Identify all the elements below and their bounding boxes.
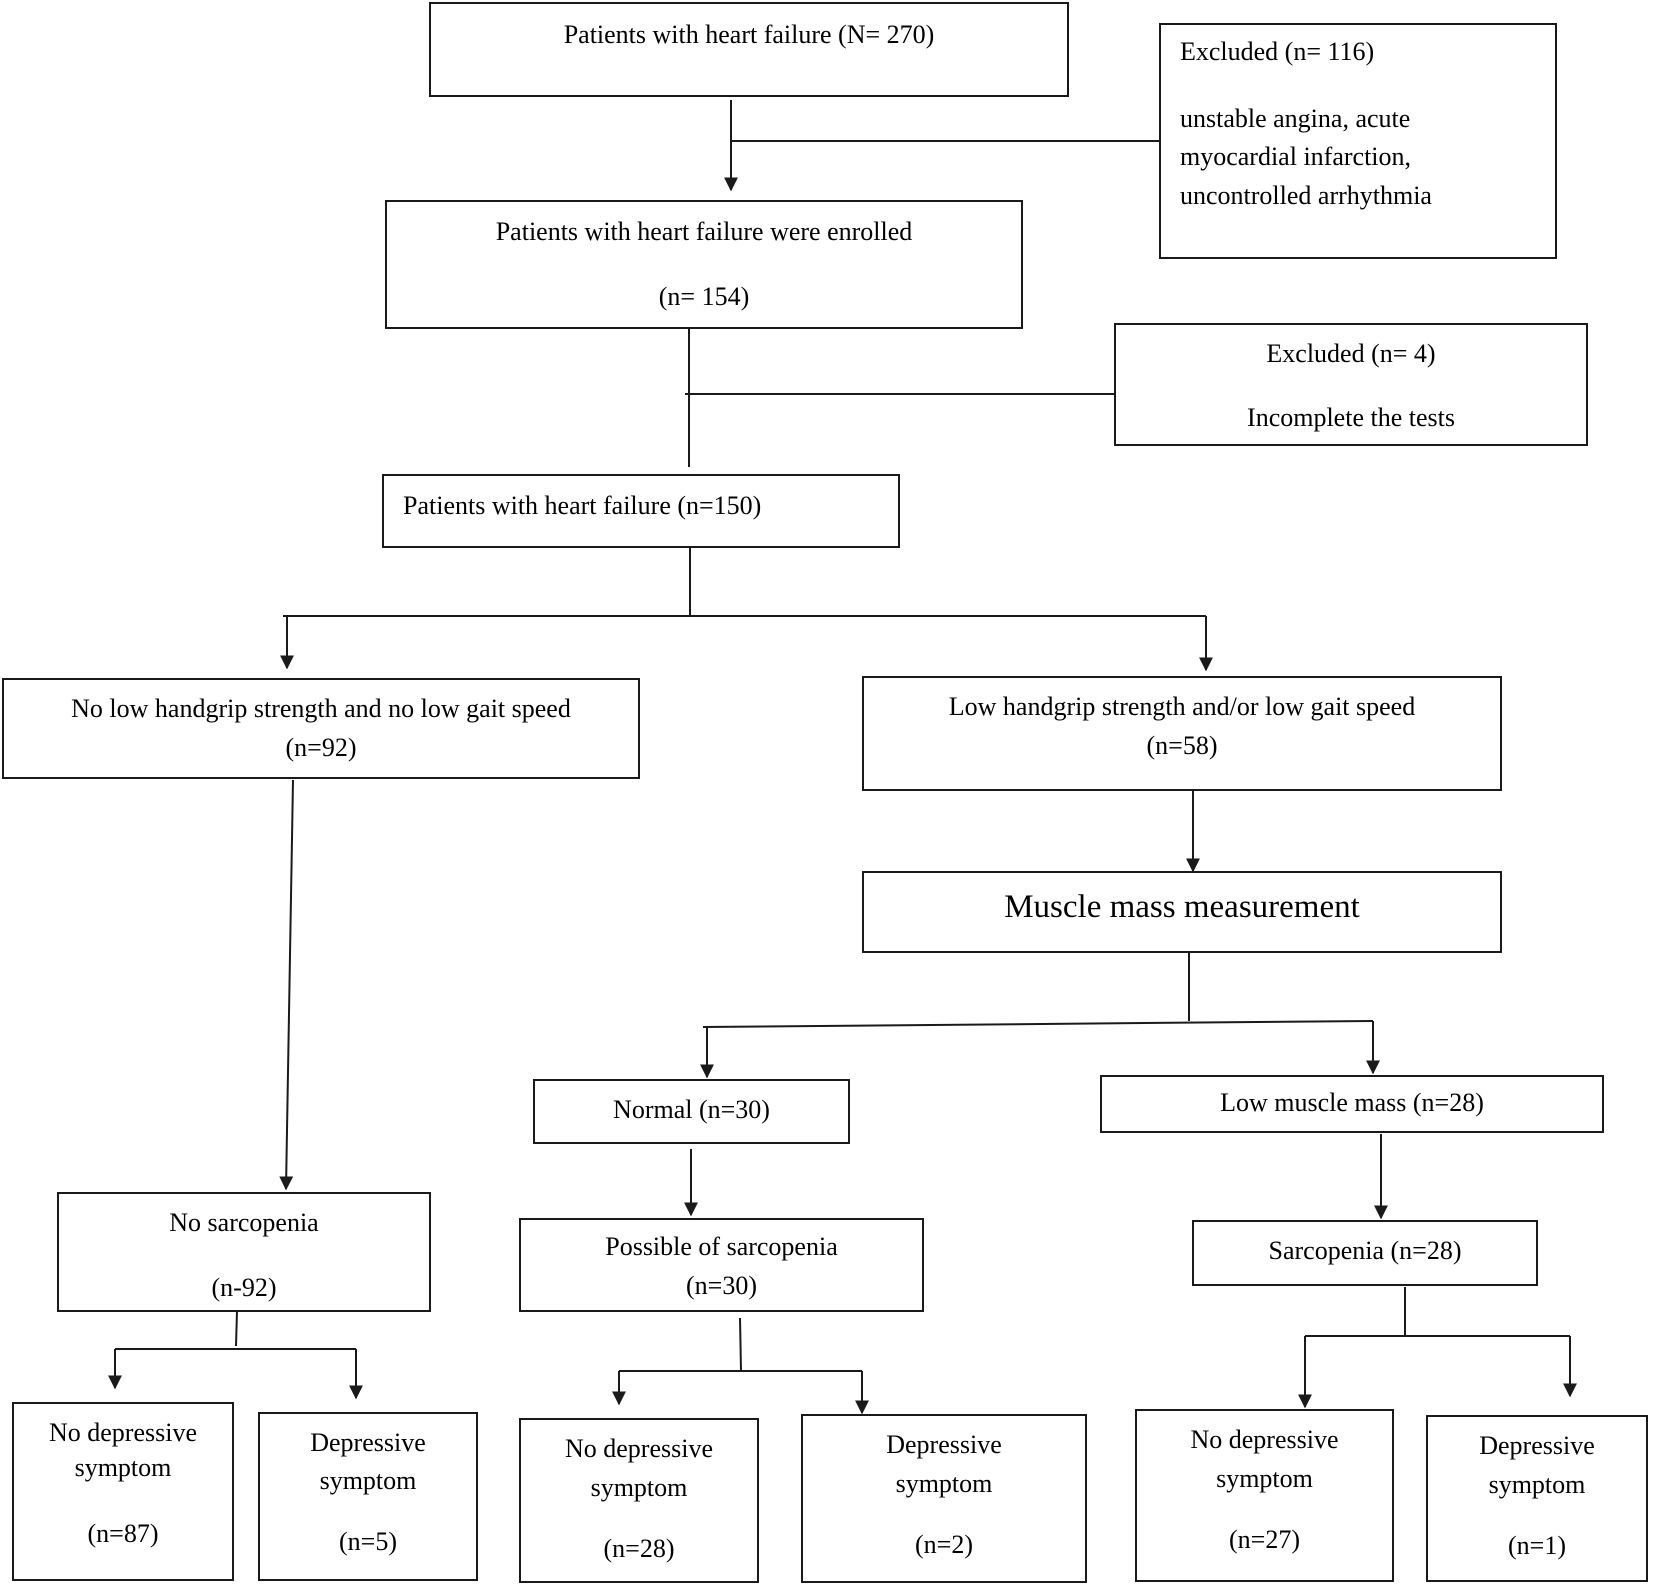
label: (n=92) [285,733,357,762]
label: Depressive [886,1430,1002,1459]
label: Possible of sarcopenia [605,1232,838,1261]
label: Patients with heart failure (n=150) [403,491,762,520]
box-a-no-depressive: No depressive symptom (n=87) [12,1402,234,1581]
box-low-strength: Low handgrip strength and/or low gait sp… [862,676,1502,791]
label: Muscle mass measurement [1004,889,1360,925]
label: myocardial infarction, [1180,142,1412,171]
label: (n=30) [686,1271,757,1300]
label: Patients with heart failure (N= 270) [563,20,935,49]
box-a-depressive: Depressive symptom (n=5) [258,1412,478,1581]
label: (n-92) [211,1273,277,1302]
label: Sarcopenia (n=28) [1268,1236,1462,1265]
label: (n= 154) [658,282,750,311]
label: Excluded (n= 4) [1266,339,1436,368]
box-b-no-depressive: No depressive symptom (n=28) [519,1418,759,1583]
label: No low handgrip strength and no low gait… [71,694,571,723]
arrow-no-low-to-no-sarc [279,779,294,1191]
box-normal: Normal (n=30) [533,1079,850,1144]
box-total-patients: Patients with heart failure (N= 270) [429,2,1069,97]
label: Low handgrip strength and/or low gait sp… [948,692,1416,721]
label: symptom [590,1473,688,1502]
box-possible-sarcopenia: Possible of sarcopenia (n=30) [519,1218,924,1312]
label: symptom [74,1453,172,1482]
line-no-sarc-down [235,1310,238,1347]
label: symptom [1488,1470,1586,1499]
label: unstable angina, acute [1180,104,1411,133]
box-excluded-116: Excluded (n= 116) unstable angina, acute… [1159,23,1557,259]
label: (n=27) [1229,1525,1300,1554]
box-enrolled: Patients with heart failure were enrolle… [385,200,1023,329]
box-c-no-depressive: No depressive symptom (n=27) [1135,1409,1394,1582]
label: (n=28) [603,1534,675,1563]
box-b-depressive: Depressive symptom (n=2) [801,1414,1087,1583]
label: (n=2) [915,1530,973,1559]
label: (n=87) [87,1519,159,1548]
label: No depressive [1190,1425,1339,1454]
box-no-low-strength: No low handgrip strength and no low gait… [2,678,640,779]
label: Patients with heart failure were enrolle… [495,217,913,246]
box-excluded-4: Excluded (n= 4) Incomplete the tests [1114,323,1588,446]
label: No sarcopenia [169,1208,319,1237]
label: Low muscle mass (n=28) [1220,1088,1484,1117]
label: Excluded (n= 116) [1180,37,1375,66]
line-possible-down [739,1317,742,1372]
box-low-muscle-mass: Low muscle mass (n=28) [1100,1075,1604,1133]
box-c-depressive: Depressive symptom (n=1) [1426,1415,1648,1582]
label: No depressive [48,1418,197,1447]
label: Depressive [310,1428,426,1457]
label: (n=58) [1146,731,1218,760]
label: No depressive [564,1434,713,1463]
label: symptom [319,1466,417,1495]
branch-bar-2 [702,1020,1374,1028]
label: (n=1) [1508,1531,1566,1560]
label: Normal (n=30) [613,1095,770,1124]
box-muscle-mass: Muscle mass measurement [862,871,1502,953]
label: Incomplete the tests [1247,403,1455,432]
box-no-sarcopenia: No sarcopenia (n-92) [57,1192,431,1312]
label: (n=5) [339,1527,397,1556]
label: symptom [1216,1464,1313,1493]
label: uncontrolled arrhythmia [1180,181,1432,210]
label: Depressive [1479,1431,1595,1460]
label: symptom [895,1469,993,1498]
box-sarcopenia: Sarcopenia (n=28) [1192,1220,1538,1286]
box-final-patients: Patients with heart failure (n=150) [382,474,900,548]
